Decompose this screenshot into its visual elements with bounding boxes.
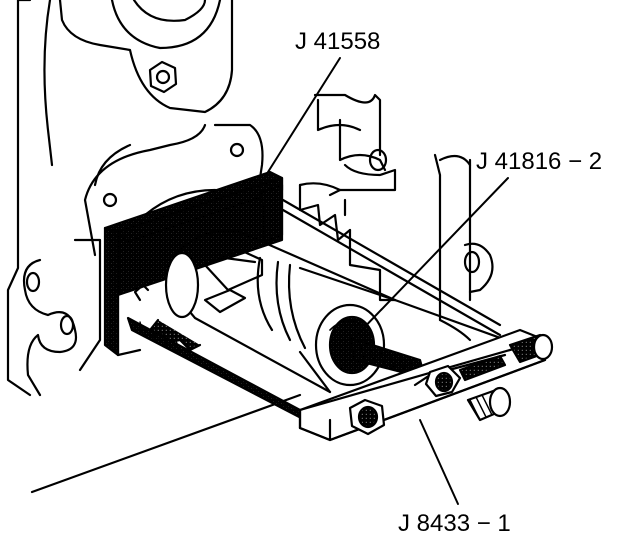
- bolt-hole: [463, 250, 481, 274]
- bolt-hole: [59, 314, 75, 336]
- end-bolt: [508, 333, 554, 364]
- threaded-rods: [126, 198, 522, 422]
- leader-lines: [267, 57, 509, 505]
- leader-line-bar: [419, 419, 459, 505]
- engine-block: [6, 0, 494, 494]
- bolt-head: [148, 60, 178, 94]
- leader-line-plate: [267, 57, 341, 173]
- adapter-plate: [103, 170, 284, 357]
- bolt-hole: [229, 142, 245, 158]
- hex-nut: [348, 398, 386, 436]
- callout-bar-assembly: J 8433 − 1: [398, 510, 511, 537]
- hex-nut: [424, 364, 462, 398]
- leader-line-screw: [355, 177, 509, 337]
- bolt-hole: [102, 192, 118, 208]
- callout-forcing-screw: J 41816 − 2: [476, 148, 603, 175]
- bolt-hole: [368, 148, 388, 172]
- forcing-screw: [348, 336, 427, 380]
- side-bolt: [466, 386, 512, 422]
- callout-tool-plate: J 41558: [295, 28, 381, 55]
- bolt-hole: [25, 271, 41, 293]
- puller-bar: [298, 328, 554, 442]
